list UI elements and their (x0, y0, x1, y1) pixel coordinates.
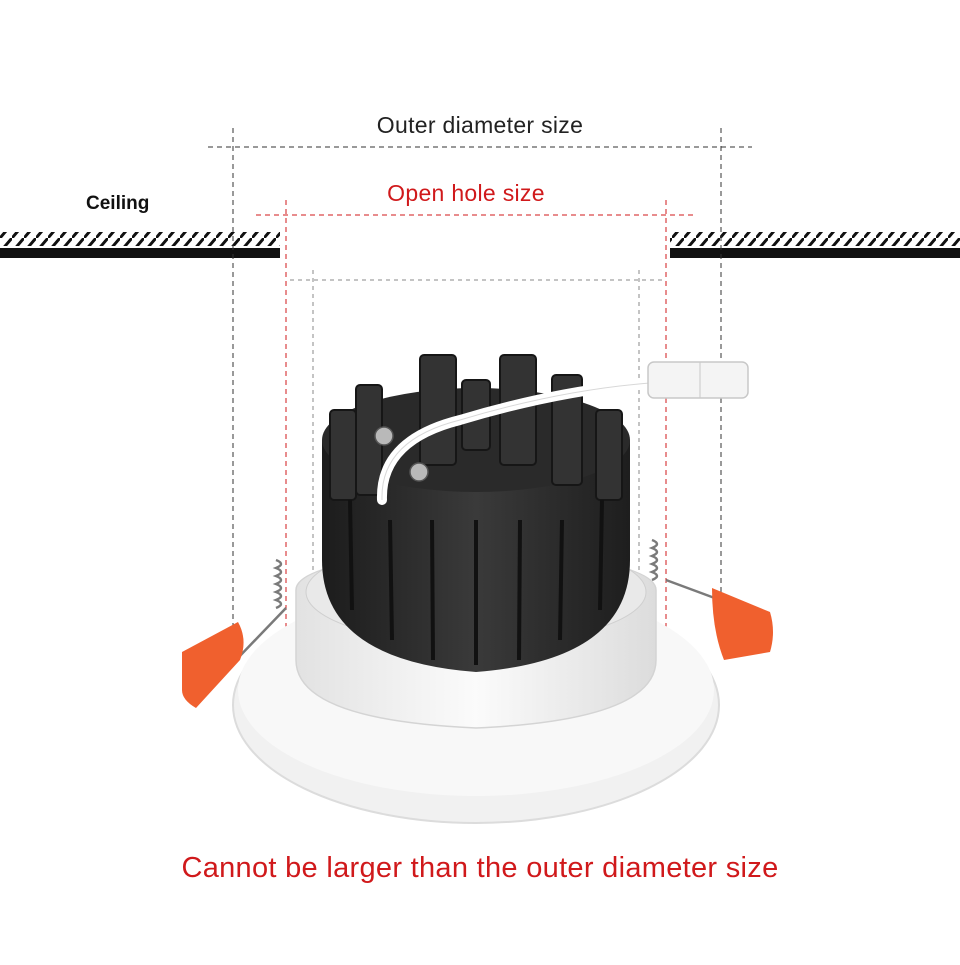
inner-body-dimension (290, 270, 662, 600)
ceiling-label: Ceiling (86, 193, 150, 214)
size-warning-text: Cannot be larger than the outer diameter… (181, 852, 779, 884)
led-downlight-icon (182, 354, 773, 824)
ceiling-right (670, 232, 960, 258)
open-hole-label: Open hole size (387, 180, 545, 206)
ceiling-left (0, 232, 280, 258)
open-hole-dimension (256, 200, 695, 640)
outer-diameter-label: Outer diameter size (376, 112, 584, 138)
